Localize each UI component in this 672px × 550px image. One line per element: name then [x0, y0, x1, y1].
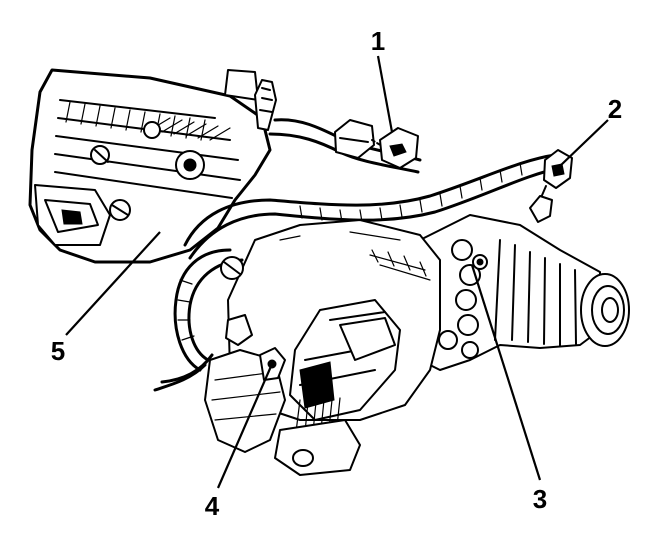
- connector-2: [529, 149, 573, 223]
- callout-label-3: 3: [533, 484, 547, 514]
- case-top-fittings: [224, 69, 277, 131]
- callout-label-4: 4: [205, 491, 220, 521]
- callout-labels: 1 2 3 4 5: [51, 26, 622, 521]
- transmission-case: [28, 68, 272, 264]
- center-body: [204, 219, 441, 476]
- leader-line-5: [65, 231, 161, 336]
- transfer-case-housing: [419, 214, 630, 371]
- connector-1: [334, 119, 419, 169]
- callout-label-1: 1: [371, 26, 385, 56]
- leader-line-2: [559, 119, 609, 167]
- leader-lines: [65, 55, 609, 489]
- callout-label-5: 5: [51, 336, 65, 366]
- leader-line-4: [216, 363, 274, 489]
- callout-label-2: 2: [608, 94, 622, 124]
- leader-line-3: [470, 264, 542, 481]
- leader-line-1: [376, 55, 394, 133]
